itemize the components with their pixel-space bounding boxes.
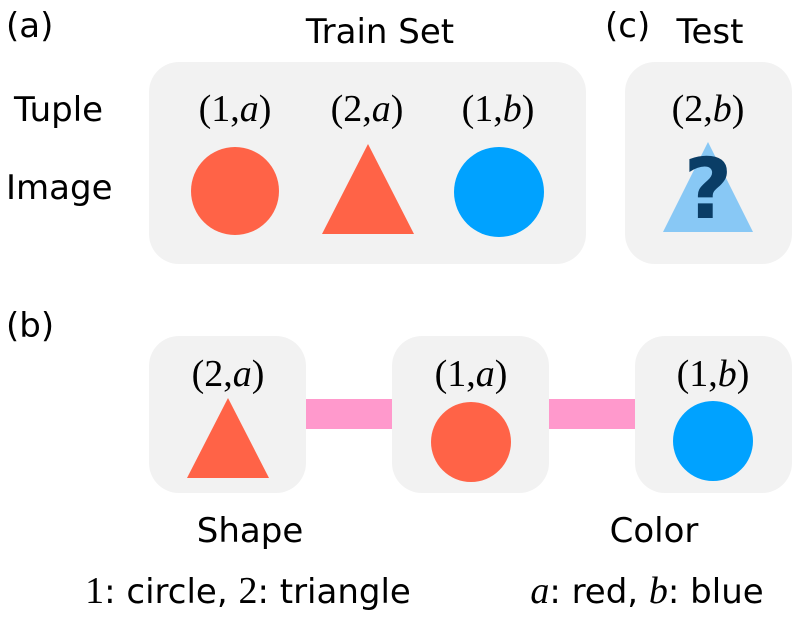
panel-a-label: (a) [6,6,54,46]
test-title: Test [676,12,744,52]
panel-c-label: (c) [605,6,651,46]
color-caption: Color [609,511,699,551]
shape-link [303,399,393,429]
node-tuple-3: (1,b) [676,353,750,395]
tuple-row-label: Tuple [14,90,104,130]
train-set-title: Train Set [305,12,455,52]
node-red-triangle [187,398,269,478]
train-red-circle [191,147,279,235]
node-tuple-2: (1,a) [434,353,508,395]
node-red-circle [431,402,511,482]
image-row-label: Image [6,168,113,208]
train-red-triangle [322,144,414,234]
panel-b-label: (b) [6,306,55,346]
test-tuple: (2,b) [671,88,745,130]
question-mark-icon: ? [683,140,733,238]
color-legend: a: red, b: blue [530,570,764,612]
train-tuple-2: (2,a) [330,88,404,130]
shape-legend: 1: circle, 2: triangle [85,570,411,612]
train-tuple-3: (1,b) [461,88,535,130]
test-light-blue-triangle [663,142,753,232]
color-link [546,399,636,429]
train-tuple-1: (1,a) [198,88,272,130]
node-blue-circle [673,401,753,481]
shape-caption: Shape [196,511,304,551]
train-blue-circle [454,147,544,237]
node-tuple-1: (2,a) [191,353,265,395]
